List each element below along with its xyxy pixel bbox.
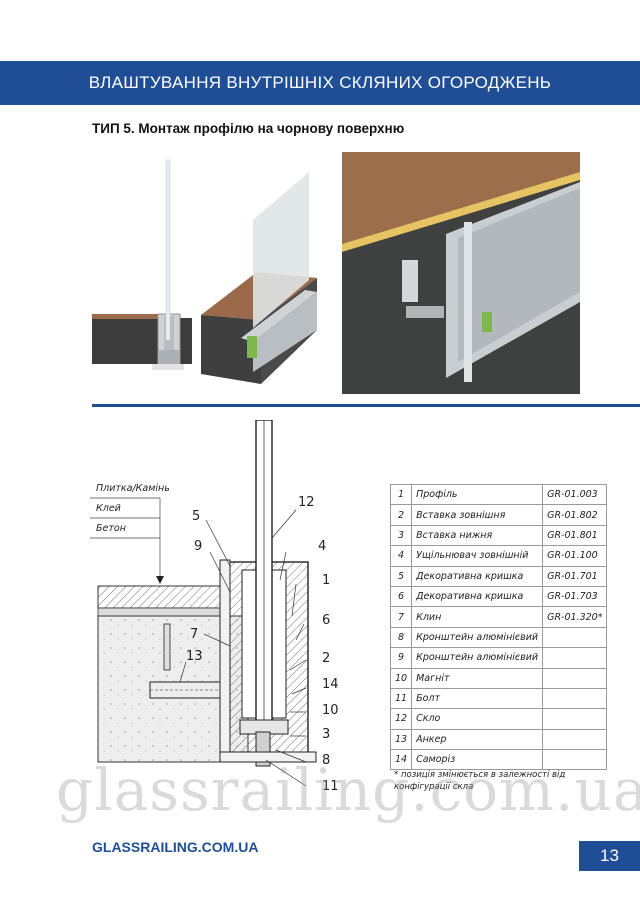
callout-7: 7 — [190, 627, 198, 642]
header-title: ВЛАШТУВАННЯ ВНУТРІШНІХ СКЛЯНИХ ОГОРОДЖЕН… — [88, 73, 552, 92]
cross-section-diagram: Плитка/Камінь Клей Бетон — [90, 420, 339, 794]
part-name-cell: Вставка зовнішня — [411, 504, 544, 526]
part-number-cell: 2 — [389, 504, 413, 526]
part-code-cell — [542, 626, 608, 649]
render-closeup — [342, 152, 580, 394]
part-name-cell: Саморіз — [411, 749, 544, 771]
part-code-cell — [542, 687, 608, 710]
part-name-cell: Кронштейн алюмінієвий — [411, 626, 544, 649]
part-code-cell: GR-01.003 — [542, 483, 608, 506]
part-name-cell: Анкер — [411, 728, 544, 751]
layer-label-glue: Клей — [96, 503, 121, 514]
footer-site-link[interactable]: GLASSRAILING.COM.UA — [92, 839, 259, 855]
part-name-cell: Скло — [411, 708, 544, 730]
part-number-cell: 8 — [389, 626, 413, 649]
part-name-cell: Магніт — [411, 667, 544, 689]
part-number-cell: 13 — [389, 728, 413, 751]
part-name-cell: Клин — [411, 606, 544, 628]
section-divider — [92, 404, 640, 407]
part-number-cell: 6 — [389, 585, 413, 608]
part-number-cell: 11 — [389, 687, 413, 710]
part-code-cell — [542, 708, 608, 730]
callout-2: 2 — [322, 651, 330, 666]
part-number-cell: 3 — [389, 524, 413, 547]
part-code-cell — [542, 749, 608, 771]
part-name-cell: Ущільнювач зовнішній — [411, 545, 544, 567]
part-code-cell: GR-01.701 — [542, 565, 608, 587]
part-name-cell: Декоративна кришка — [411, 565, 544, 587]
section-title: ТИП 5. Монтаж профілю на чорнову поверхн… — [92, 121, 405, 136]
callout-6: 6 — [322, 613, 330, 628]
callout-10: 10 — [322, 703, 339, 718]
callout-12: 12 — [298, 495, 315, 510]
callout-5: 5 — [192, 509, 200, 524]
part-code-cell: GR-01.320* — [542, 606, 608, 628]
callout-3: 3 — [322, 727, 330, 742]
render-3d-model — [201, 172, 317, 384]
part-number-cell: 14 — [389, 749, 413, 771]
callout-8: 8 — [322, 753, 330, 768]
part-number-cell: 4 — [389, 545, 413, 567]
part-name-cell: Профіль — [411, 483, 544, 506]
page-number: 13 — [579, 841, 640, 871]
part-number-cell: 9 — [389, 647, 413, 669]
header-banner: ВЛАШТУВАННЯ ВНУТРІШНІХ СКЛЯНИХ ОГОРОДЖЕН… — [0, 61, 640, 105]
render-section-small — [92, 159, 192, 370]
part-number-cell: 10 — [389, 667, 413, 689]
layer-label-concrete: Бетон — [96, 523, 126, 534]
part-name-cell: Кронштейн алюмінієвий — [411, 647, 544, 669]
part-number-cell: 1 — [389, 483, 413, 506]
callout-4: 4 — [318, 539, 326, 554]
part-code-cell — [542, 667, 608, 689]
part-name-cell: Вставка нижня — [411, 524, 544, 547]
part-number-cell: 7 — [389, 606, 413, 628]
part-code-cell — [542, 647, 608, 669]
callout-14: 14 — [322, 677, 339, 692]
part-name-cell: Болт — [411, 687, 544, 710]
layer-label-tile: Плитка/Камінь — [96, 483, 170, 494]
callout-11: 11 — [322, 779, 339, 794]
part-code-cell: GR-01.100 — [542, 545, 608, 567]
parts-footnote: * позиція змінюється в залежності від ко… — [394, 770, 566, 792]
part-code-cell — [542, 728, 608, 751]
part-number-cell: 5 — [389, 565, 413, 587]
callout-9: 9 — [194, 539, 202, 554]
callout-13: 13 — [186, 649, 203, 664]
part-name-cell: Декоративна кришка — [411, 585, 544, 608]
part-code-cell: GR-01.703 — [542, 585, 608, 608]
part-number-cell: 12 — [389, 708, 413, 730]
callout-1: 1 — [322, 573, 330, 588]
part-code-cell: GR-01.801 — [542, 524, 608, 547]
part-code-cell: GR-01.802 — [542, 504, 608, 526]
